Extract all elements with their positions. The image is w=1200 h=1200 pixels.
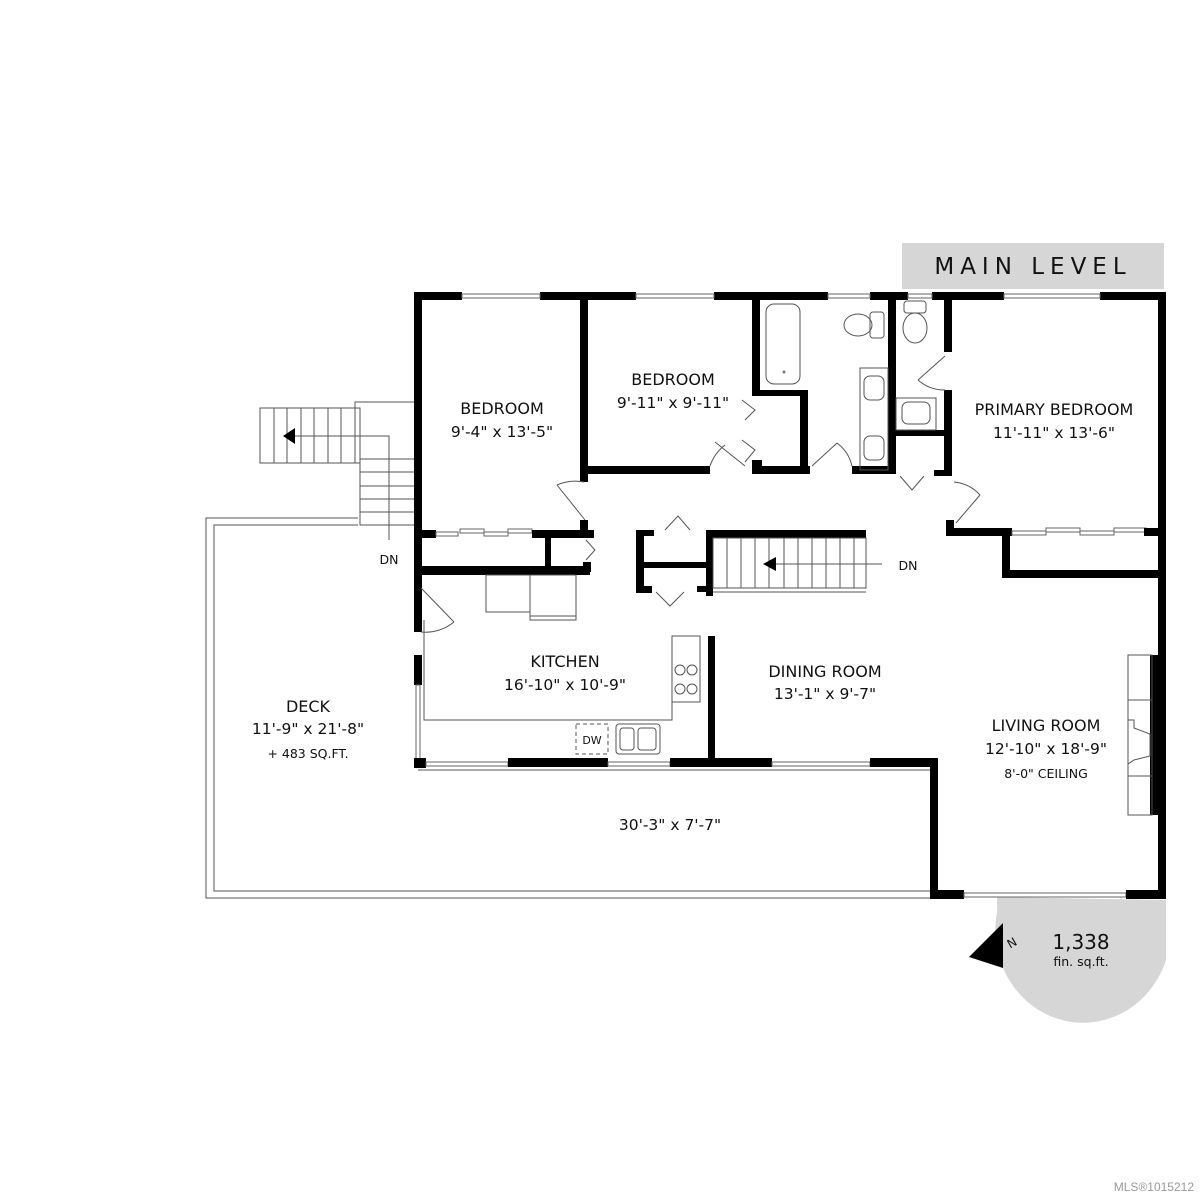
- living-room-name: LIVING ROOM: [992, 716, 1101, 735]
- deck-south-dims: 30'-3" x 7'-7": [619, 816, 721, 834]
- sink: [615, 723, 661, 755]
- interior-stairs: [712, 537, 882, 593]
- primary-bedroom-dims: 11'-11" x 13'-6": [993, 424, 1115, 442]
- area-badge: [995, 900, 1166, 1023]
- bedroom-2-name: BEDROOM: [460, 399, 544, 418]
- area-badge-fill: [996, 897, 1166, 1003]
- area-value: 1,338: [1052, 930, 1110, 954]
- dining-room-name: DINING ROOM: [768, 662, 881, 681]
- kitchen-dims: 16'-10" x 10'-9": [504, 676, 626, 694]
- exterior-stairs-dn-label: DN: [380, 552, 399, 567]
- living-room-dims: 12'-10" x 18'-9": [985, 740, 1107, 758]
- toilet-ensuite: [902, 312, 928, 344]
- kitchen-name: KITCHEN: [530, 652, 599, 671]
- primary-bedroom-name: PRIMARY BEDROOM: [975, 400, 1134, 419]
- area-unit: fin. sq.ft.: [1053, 954, 1109, 969]
- deck-area: + 483 SQ.FT.: [267, 746, 348, 761]
- vanity: [859, 367, 889, 471]
- mls-number: MLS®1015212: [1113, 1180, 1194, 1194]
- bedroom-2-dims: 9'-4" x 13'-5": [451, 423, 553, 441]
- interior-stairs-dn-label: DN: [899, 558, 918, 573]
- vanity-ensuite: [895, 397, 937, 431]
- exterior-stairs: [259, 401, 417, 540]
- dishwasher: [575, 723, 609, 755]
- dishwasher-label: DW: [582, 734, 601, 747]
- deck-dims: 11'-9" x 21'-8": [252, 720, 364, 738]
- toilet: [843, 313, 873, 337]
- fireplace: [1127, 654, 1153, 816]
- fixtures: [423, 300, 1153, 816]
- level-banner: [902, 243, 1164, 289]
- room-labels: BEDROOM 9'-4" x 13'-5" BEDROOM 9'-11" x …: [252, 370, 1133, 834]
- bedroom-3-name: BEDROOM: [631, 370, 715, 389]
- bedroom-3-dims: 9'-11" x 9'-11": [617, 394, 729, 412]
- walls: [414, 292, 1166, 899]
- dining-room-dims: 13'-1" x 9'-7": [774, 685, 876, 703]
- deck-name: DECK: [286, 697, 331, 716]
- area-summary: 1,338 fin. sq.ft.: [996, 906, 1166, 1004]
- bathtub: [765, 303, 801, 385]
- level-title: MAIN LEVEL: [934, 254, 1132, 280]
- living-room-ceiling: 8'-0" CEILING: [1004, 766, 1088, 781]
